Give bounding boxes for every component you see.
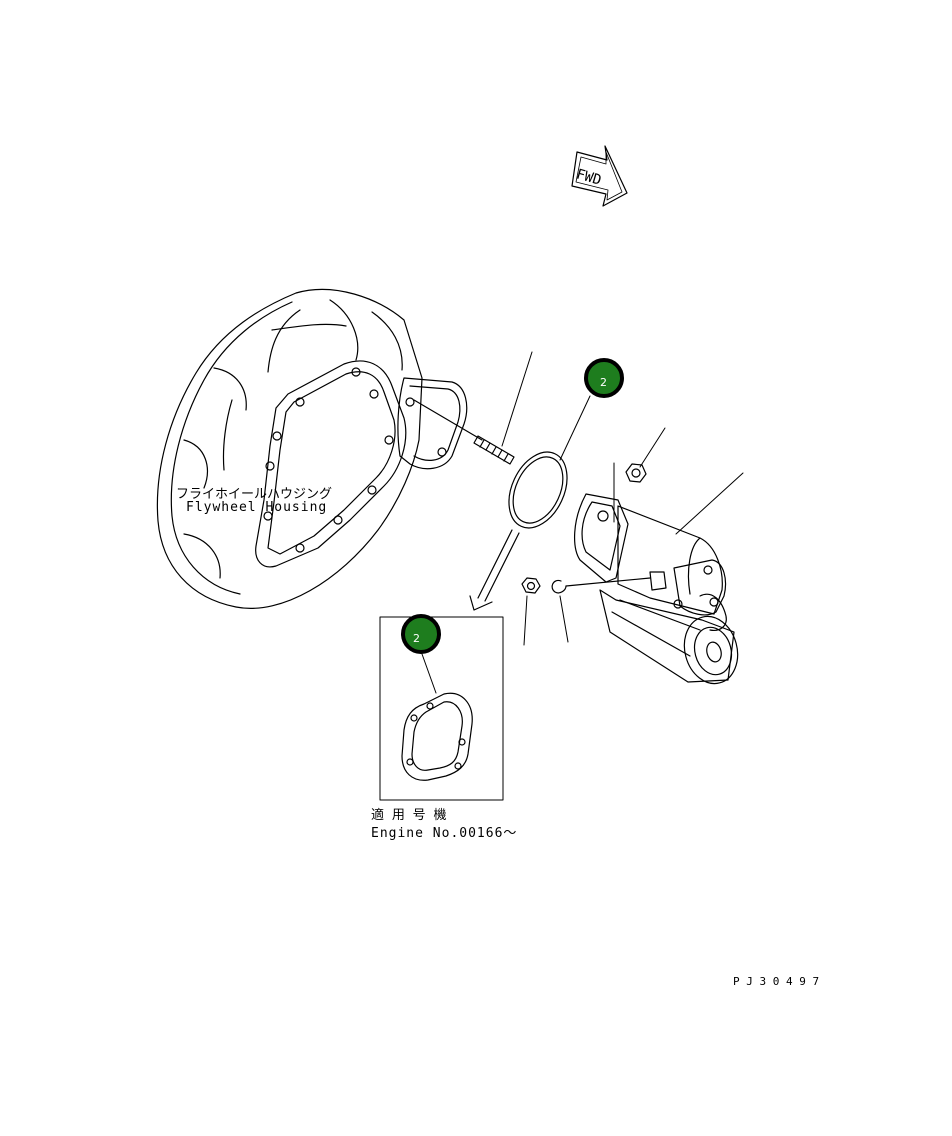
fwd-arrow-icon	[571, 145, 628, 207]
engine-number-label: Engine No.00166～	[371, 826, 518, 841]
flywheel-housing-label-jp: フライホイールハウジング	[176, 487, 333, 502]
gasket-plate	[401, 692, 473, 781]
small-nut	[521, 577, 541, 594]
callout-number: 2	[413, 632, 420, 645]
applicable-label-jp: 適 用 号 機	[371, 808, 447, 823]
callout-badge-upper: 2	[584, 358, 624, 398]
detail-arrow	[469, 529, 520, 611]
gasket-ring	[508, 451, 568, 529]
lock-washer	[551, 579, 567, 594]
starting-motor	[565, 493, 739, 685]
leader-lines	[421, 351, 744, 694]
callout-badge-inset: 2	[401, 614, 441, 654]
callout-number: 2	[600, 376, 607, 389]
hex-nut	[625, 463, 647, 483]
flywheel-housing	[156, 288, 468, 609]
inset-frame	[379, 616, 504, 801]
stud-bolt	[413, 399, 515, 465]
drawing-number: P J 3 0 4 9 7	[733, 975, 820, 988]
flywheel-housing-label-en: Flywheel Housing	[186, 500, 328, 515]
fwd-label: FWD	[574, 166, 603, 188]
